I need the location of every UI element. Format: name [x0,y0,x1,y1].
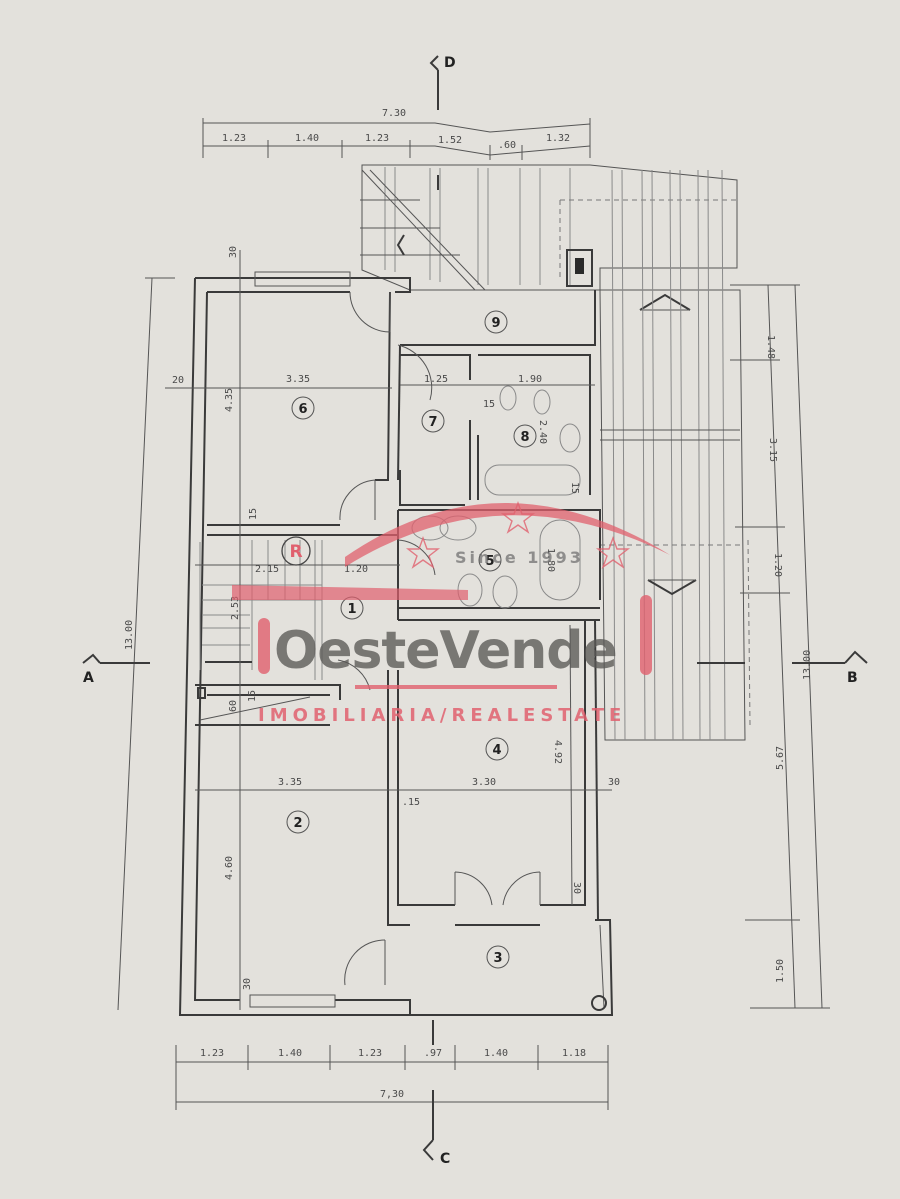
svg-text:5: 5 [485,554,494,569]
svg-text:8: 8 [520,430,529,445]
dim-right-4: 5.67 [775,746,786,770]
dim-top-1: 1.23 [222,133,246,144]
room-number-4: 4 [485,737,509,761]
room-number-8: 8 [513,424,537,448]
dim-top-5: .60 [498,140,516,151]
logo-underline [355,685,557,689]
roof-swoosh-icon [345,502,670,567]
svg-text:6: 6 [298,402,307,417]
section-marker-a: A [83,670,94,686]
svg-text:2: 2 [293,816,302,831]
dim-bottom-3: 1.23 [358,1048,382,1059]
room-number-7: 7 [421,409,445,433]
logo-right-bar [640,595,652,675]
dimension-lines [117,118,830,1110]
dim-top-3: 1.23 [365,133,389,144]
section-labels: D C A B [83,55,858,1167]
dimension-labels: 7.30 1.23 1.40 1.23 1.52 .60 1.32 1.23 1… [124,108,813,1100]
watermark-tagline: IMOBILIARIA/REALESTATE [258,705,626,726]
section-marker-b: B [847,670,858,686]
dim-bottom-2: 1.40 [278,1048,302,1059]
room-number-3: 3 [486,945,510,969]
dim-top-2: 1.40 [295,133,319,144]
dim-room6-top-wall: 30 [228,246,239,258]
dim-left-wall: 20 [172,375,184,386]
dim-room4-height: 4.92 [552,740,563,764]
watermark-brand: OesteVende [274,621,617,681]
svg-text:7: 7 [428,415,437,430]
watermark-logo: R Since 1993 OesteVende IMOBILIARIA/REAL… [232,500,670,726]
dim-stair-width: 2.15 [255,564,279,575]
exterior-walls [178,271,614,1016]
dim-room2-height: 4.60 [224,856,235,880]
dim-room6-width: 3.35 [286,374,310,385]
star-icons [405,500,631,569]
dim-room6-height: 4.35 [224,388,235,412]
svg-text:9: 9 [491,316,500,331]
dim-closet-a: 60 [228,700,239,712]
dim-room8-height: 2.40 [537,420,548,444]
room-number-2: 2 [286,810,310,834]
dim-room7-width: 1.25 [424,374,448,385]
dim-right-3: 1.20 [772,553,783,577]
room-number-6: 6 [291,396,315,420]
dim-left-total: 13.00 [124,620,135,650]
swoosh-bar-icon [232,585,468,600]
dim-closet-b: 15 [247,690,258,702]
dim-top-4: 1.52 [438,135,462,146]
dim-bottom-1: 1.23 [200,1048,224,1059]
dim-bottom-total: 7,30 [380,1089,404,1100]
room-number-1: 1 [340,596,364,620]
dim-hall-width: 1.20 [344,564,368,575]
dim-bottom-4: .97 [424,1048,442,1059]
section-marker-d: D [444,55,456,71]
dim-room4-width: 3.30 [472,777,496,788]
logo-left-bar [258,618,270,674]
dim-room6-bottom-wall: 15 [248,508,259,520]
registered-mark: R [289,542,302,562]
svg-text:1: 1 [347,602,356,617]
section-marker-c: C [440,1151,450,1167]
dim-stair-depth: 2.53 [230,596,241,620]
roof-hatching [360,164,751,741]
watermark-since: Since 1993 [455,548,584,567]
dim-room2-bottom-wall: 30 [242,978,253,990]
dim-room4-wall: .15 [402,797,420,808]
svg-text:4: 4 [492,743,501,758]
dim-room5-height: 1.80 [545,548,556,572]
dim-room4-bottom-wall: 30 [571,882,582,894]
doors [337,291,541,986]
section-markers [82,55,868,1161]
dim-room8-right: 15 [569,482,580,494]
dim-right-total: 13.00 [802,650,813,680]
dim-room4-right-wall: 30 [608,777,620,788]
room-number-9: 9 [484,310,508,334]
dim-bottom-6: 1.18 [562,1048,586,1059]
svg-text:3: 3 [493,951,502,966]
dim-bottom-5: 1.40 [484,1048,508,1059]
dim-room2-width: 3.35 [278,777,302,788]
dim-right-1: 1.48 [765,335,776,359]
registered-mark-icon [281,536,311,566]
dim-top-total: 7.30 [382,108,406,119]
dim-right-2: 3.15 [767,438,778,462]
room-number-5: 5 [478,548,502,572]
dim-top-6: 1.32 [546,133,570,144]
room-numbers: 1 2 3 4 5 6 7 8 9 [286,310,537,969]
dim-right-5: 1.50 [775,959,786,983]
dim-room8-wall: 15 [483,399,495,410]
dim-room8-width: 1.90 [518,374,542,385]
